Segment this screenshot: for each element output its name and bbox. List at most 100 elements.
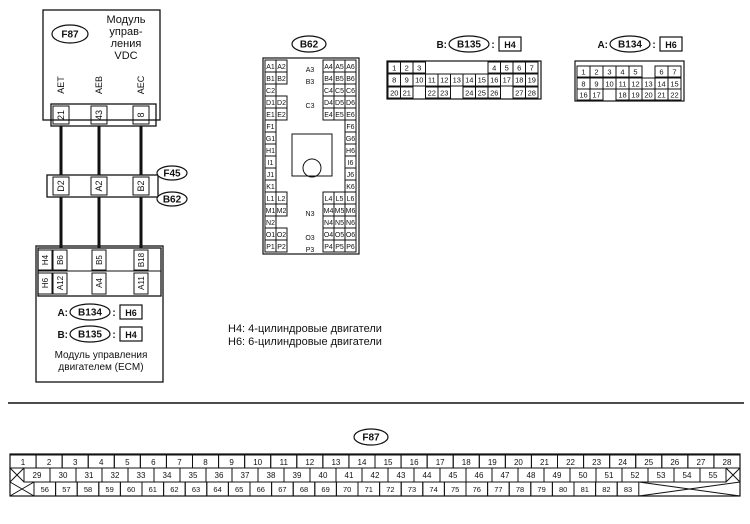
ecm-conn-b-letter: B:: [57, 330, 68, 341]
b134-pin-label: 17: [592, 91, 600, 100]
b62-left-pin: F1: [266, 124, 274, 131]
ecm-conn-a-variant: H6: [125, 308, 137, 318]
f87-pin-label: 10: [253, 458, 262, 467]
vdc-pin-cell: [90, 105, 108, 125]
b62-right-pin: D5: [335, 100, 344, 107]
b62-right-pin: C6: [346, 88, 355, 95]
f87-pin-label: 42: [371, 471, 380, 480]
b135-header-connector-name-outline: [448, 35, 490, 53]
f45-connector-label: F45: [163, 169, 181, 180]
b134-pin-label: 4: [620, 68, 624, 77]
ecm-h4-pin-label: B5: [95, 255, 104, 265]
f87-pin-label: 33: [137, 471, 146, 480]
ecm-h4-pin-cell: [91, 249, 107, 271]
f87-pin-label: 11: [280, 458, 289, 467]
f87-blank-region: [638, 481, 741, 497]
ecm-conn-a-colon: :: [112, 308, 115, 319]
f87-layout-label: F87: [362, 433, 380, 444]
b135-pin-label: 27: [515, 89, 523, 98]
b62-left-cell: [275, 203, 288, 217]
f87-pin-label: 79: [537, 485, 545, 494]
ecm-title-line: двигателем (ECM): [58, 362, 144, 373]
f87-pin-label: 12: [305, 458, 314, 467]
f87-pin-label: 76: [473, 485, 481, 494]
b135-pin-cell: [525, 73, 539, 87]
b62-left-pin: P1: [266, 244, 275, 251]
ecm-conn-a-connector-name-outline: [69, 303, 111, 321]
b62-right-pin: J6: [347, 172, 355, 179]
b62-left-pin: L2: [278, 196, 286, 203]
b62-right-pin: A5: [335, 64, 344, 71]
b134-header-connector-name-outline: [609, 35, 651, 53]
ecm-conn-a-variant-box: [119, 304, 143, 320]
b134-pin-label: 18: [618, 91, 626, 100]
f87-pin-label: 48: [527, 471, 536, 480]
b62-left-cell: [275, 71, 288, 85]
b62-left-pin: O1: [266, 232, 275, 239]
f87-pin-label: 50: [579, 471, 588, 480]
b62-right-pin: C5: [335, 88, 344, 95]
vdc-pin-cell: [52, 105, 70, 125]
b62-left-pin: P2: [277, 244, 286, 251]
f87-pin-label: 68: [300, 485, 308, 494]
b135-pin-label: 15: [478, 76, 486, 85]
b62-left-pin: E2: [277, 112, 286, 119]
b134-pin-label: 6: [659, 68, 663, 77]
f87-pin-label: 28: [723, 458, 732, 467]
b62-right-pin: B5: [335, 76, 344, 83]
f87-pin-label: 53: [657, 471, 666, 480]
b62-left-pin: L1: [267, 196, 275, 203]
b62-right-pin: M4: [324, 208, 334, 215]
ecm-h4-pin-label: H4: [41, 254, 50, 265]
b135-pin-label: 23: [440, 89, 448, 98]
vdc-signal-label: AEB: [94, 76, 104, 94]
f87-pin-label: 43: [397, 471, 406, 480]
f87-pin-label: 27: [696, 458, 705, 467]
b135-pin-cell: [400, 86, 414, 99]
f87-pin-label: 22: [566, 458, 575, 467]
vdc-signal-label: AEC: [136, 75, 146, 94]
f87-pin-label: 67: [278, 485, 286, 494]
f87-pin-label: 46: [475, 471, 484, 480]
b134-pin-label: 22: [670, 91, 678, 100]
vdc-title-line: Модуль: [106, 14, 146, 26]
b134-pin-label: 10: [605, 80, 613, 89]
b134-pin-label: 21: [657, 91, 665, 100]
f87-pin-label: 62: [170, 485, 178, 494]
f87-pin-label: 52: [631, 471, 640, 480]
b62-pin-cell: [52, 176, 70, 196]
b62-right-pin: L4: [325, 196, 333, 203]
b62-right-pin: A6: [346, 64, 355, 71]
f87-pin-label: 73: [408, 485, 416, 494]
f87-pin-label: 80: [559, 485, 567, 494]
b134-pin-label: 8: [581, 80, 585, 89]
b135-pin-label: 7: [530, 64, 534, 73]
f87-pin-label: 37: [241, 471, 250, 480]
b62-center-pin: N3: [306, 211, 315, 218]
b135-pin-label: 6: [517, 64, 521, 73]
f87-pin-label: 1: [21, 458, 26, 467]
b62-right-pin: E5: [335, 112, 344, 119]
b62-center-pin: O3: [305, 235, 314, 242]
f87-pin-label: 9: [229, 458, 234, 467]
ecm-h4-pin-cell: [37, 249, 53, 271]
vdc-title-line: ления: [110, 38, 142, 50]
f87-pin-label: 47: [501, 471, 510, 480]
ecm-conn-b-connector-name: B135: [78, 330, 102, 341]
b135-pin-label: 13: [453, 76, 461, 85]
b62-layout-label-outline: [291, 35, 327, 53]
ecm-module-title: Модуль управления двигателем (ECM): [36, 350, 166, 374]
b134-header-connector-name: B134: [618, 40, 642, 51]
f87-blank-cell-right: [725, 467, 741, 483]
f87-pin-label: 20: [514, 458, 523, 467]
ecm-title-line: Модуль управления: [54, 350, 148, 361]
b62-left-pin: D2: [277, 100, 286, 107]
f87-pin-label: 13: [331, 458, 340, 467]
b62-center-hole: [302, 158, 322, 178]
f87-pin-label: 49: [553, 471, 562, 480]
b62-right-pin: K6: [346, 184, 355, 191]
b135-pin-label: 8: [392, 76, 396, 85]
b134-pin-label: 16: [579, 91, 587, 100]
f87-pin-label: 82: [602, 485, 610, 494]
f87-pin-label: 64: [213, 485, 221, 494]
